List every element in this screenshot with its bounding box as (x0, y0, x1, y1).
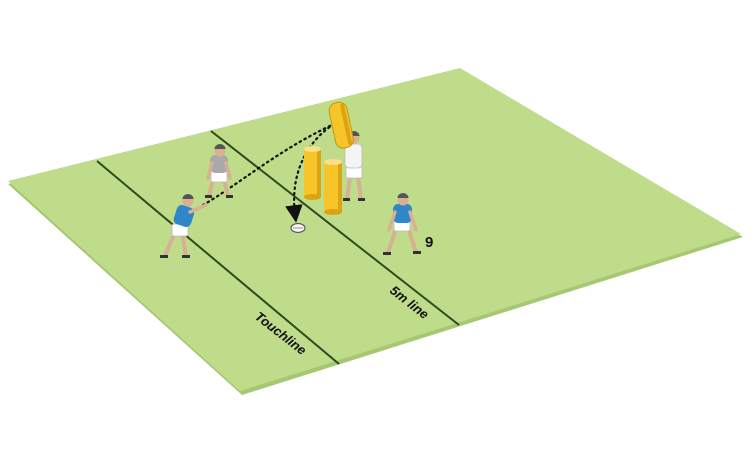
rugby-ball-icon (290, 222, 306, 234)
player-number: 9 (425, 234, 433, 251)
player-icon (205, 144, 233, 198)
tackle-bag-icon (304, 146, 321, 200)
tackle-bag-icon (324, 159, 342, 215)
five-m-line (210, 130, 460, 326)
player-icon (160, 194, 208, 258)
pitch (8, 68, 741, 391)
player-icon (383, 193, 421, 255)
pass-path (201, 122, 336, 207)
ball-drop-path (285, 122, 336, 223)
tackle-shield-icon (328, 101, 354, 149)
touchline (96, 160, 340, 365)
player-icon (343, 131, 365, 201)
